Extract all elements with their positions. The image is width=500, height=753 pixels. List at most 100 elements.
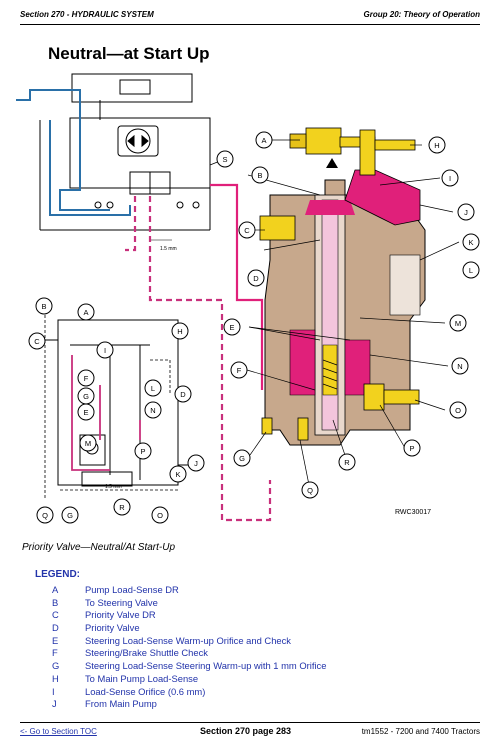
callout-b-lower: B <box>35 297 53 315</box>
callout-d-lower: D <box>174 385 192 403</box>
svg-text:E: E <box>229 323 234 332</box>
document-id: tm1552 - 7200 and 7400 Tractors <box>361 727 480 736</box>
svg-text:D: D <box>253 274 259 283</box>
schematic-lower <box>40 319 195 487</box>
svg-text:M: M <box>85 439 91 448</box>
lower-dashed <box>44 300 178 500</box>
svg-text:C: C <box>34 337 40 346</box>
legend-key: I <box>52 685 55 697</box>
callout-l: L <box>462 261 480 279</box>
dashed-magenta-lines <box>125 196 272 522</box>
callout-j-lower: J <box>187 454 205 472</box>
legend-title: LEGEND: <box>35 569 80 580</box>
svg-text:G: G <box>239 454 245 463</box>
callouts: A B C D E F G H I J K L M N O P Q R S B … <box>28 131 480 524</box>
svg-text:F: F <box>237 366 242 375</box>
callout-m-lower: M <box>79 434 97 452</box>
legend-key: D <box>52 622 59 634</box>
legend-key: G <box>52 660 60 672</box>
callout-l-lower: L <box>144 379 162 397</box>
svg-text:A: A <box>261 136 266 145</box>
legend-key: B <box>52 596 59 608</box>
legend-text: Steering Load-Sense Warm-up Orifice and … <box>85 634 291 646</box>
callout-r-lower: R <box>113 498 131 516</box>
svg-text:K: K <box>468 238 473 247</box>
callout-r: R <box>338 453 356 471</box>
svg-text:G: G <box>67 511 73 520</box>
svg-text:Q: Q <box>307 486 313 495</box>
legend-text: Load-Sense Orifice (0.6 mm) <box>85 685 206 697</box>
schematic-upper <box>39 73 211 231</box>
callout-o: O <box>449 401 467 419</box>
svg-text:O: O <box>455 406 461 415</box>
callout-g-lower: G <box>77 387 95 405</box>
svg-text:N: N <box>150 406 155 415</box>
svg-text:L: L <box>469 266 473 275</box>
callout-s: S <box>216 150 234 168</box>
callout-f-lower: F <box>77 369 95 387</box>
callout-c: C <box>238 221 256 239</box>
svg-text:R: R <box>119 503 125 512</box>
blue-lines <box>16 89 131 216</box>
callout-d: D <box>247 269 265 287</box>
svg-text:H: H <box>177 327 182 336</box>
legend-key: A <box>52 584 59 595</box>
legend-key: H <box>52 672 59 684</box>
section-title: Section 270 - HYDRAULIC SYSTEM <box>20 10 154 19</box>
svg-text:A: A <box>83 308 88 317</box>
svg-text:I: I <box>449 174 451 183</box>
callout-j: J <box>457 203 475 221</box>
callout-h-lower: H <box>171 322 189 340</box>
pink-line <box>210 183 264 390</box>
legend-text: Pump Load-Sense DR <box>85 584 179 595</box>
toc-link[interactable]: <- Go to Section TOC <box>20 727 97 736</box>
callout-leaders <box>209 139 460 491</box>
callout-k: K <box>462 233 480 251</box>
callout-e-lower: E <box>77 403 95 421</box>
figure-code: RWC30017 <box>395 509 432 516</box>
callout-e: E <box>223 318 241 336</box>
legend-item: A Pump Load-Sense DR <box>52 584 326 597</box>
svg-text:G: G <box>83 392 89 401</box>
callout-p: P <box>403 439 421 457</box>
legend-item: I Load-Sense Orifice (0.6 mm) <box>52 686 326 699</box>
svg-text:B: B <box>257 171 262 180</box>
callout-k-lower: K <box>169 465 187 483</box>
callout-p-lower: P <box>134 442 152 460</box>
legend-key: E <box>52 634 59 646</box>
callout-c-lower: C <box>28 332 46 350</box>
callout-n: N <box>451 357 469 375</box>
callout-n-lower: N <box>144 401 162 419</box>
flow-arrow <box>326 158 338 168</box>
legend-text: Steering/Brake Shuttle Check <box>85 647 208 659</box>
legend-item: E Steering Load-Sense Warm-up Orifice and… <box>52 635 326 648</box>
header-rule <box>20 24 480 25</box>
svg-text:P: P <box>140 447 145 456</box>
legend-text: Priority Valve <box>85 622 140 634</box>
group-title: Group 20: Theory of Operation <box>363 10 480 19</box>
callout-f: F <box>230 361 248 379</box>
legend-item: D Priority Valve <box>52 622 326 635</box>
svg-text:Q: Q <box>42 511 48 520</box>
svg-text:R: R <box>344 458 350 467</box>
page-number: Section 270 page 283 <box>200 726 292 736</box>
svg-text:F: F <box>84 374 89 383</box>
callout-o-lower: O <box>151 506 169 524</box>
svg-text:K: K <box>175 470 180 479</box>
svg-text:S: S <box>222 155 227 164</box>
svg-text:B: B <box>41 302 46 311</box>
orifice-label-upper: 1.5 mm <box>160 246 177 252</box>
svg-text:M: M <box>455 319 461 328</box>
callout-a-lower: A <box>77 303 95 321</box>
callout-q-lower: Q <box>36 506 54 524</box>
figure-caption: Priority Valve—Neutral/At Start-Up <box>22 542 176 553</box>
svg-text:I: I <box>104 346 106 355</box>
legend-text: Priority Valve DR <box>85 609 156 621</box>
page-title: Neutral—at Start Up <box>48 44 210 63</box>
